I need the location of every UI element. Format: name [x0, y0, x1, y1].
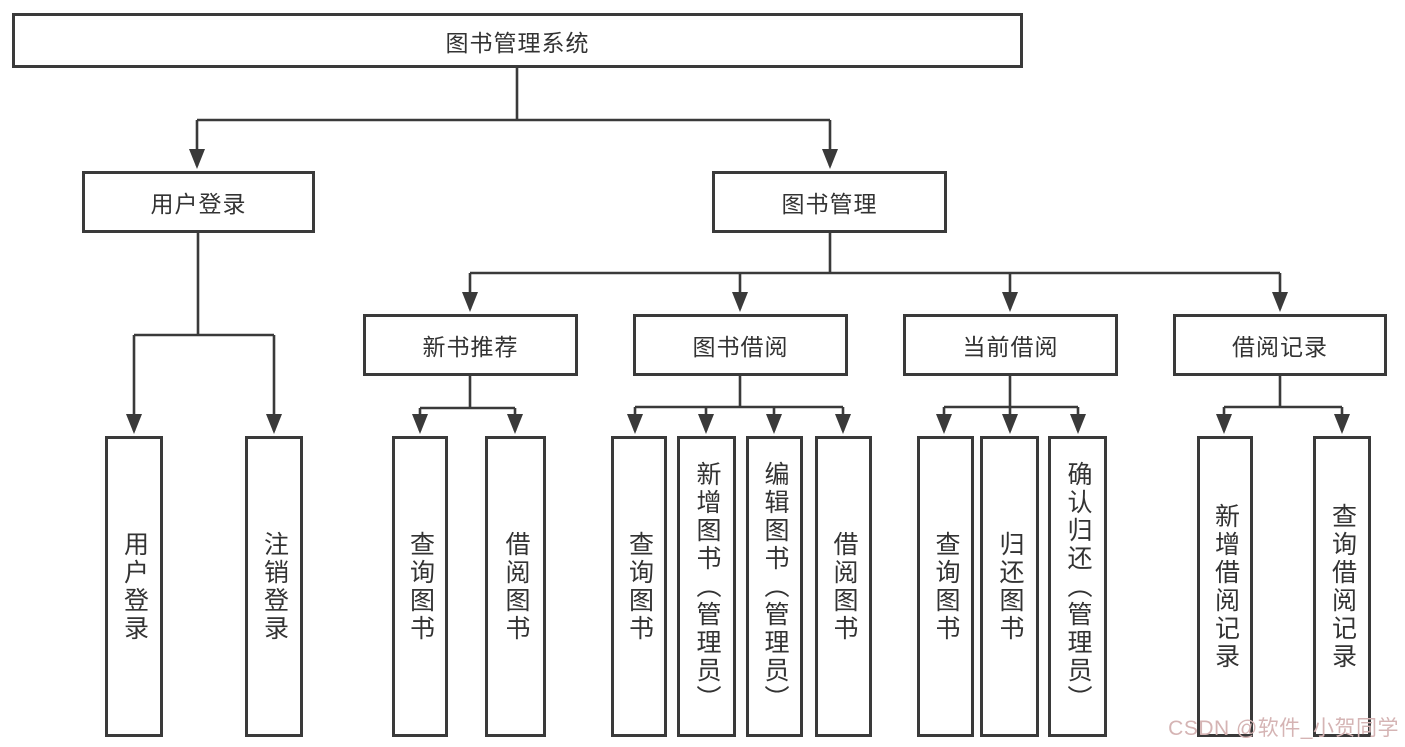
node-cb-query-books: 查询图书: [917, 436, 974, 737]
node-root-system: 图书管理系统: [12, 13, 1023, 68]
node-bb-edit-books-admin: 编辑图书（管理员）: [746, 436, 803, 737]
node-br-query-record: 查询借阅记录: [1313, 436, 1371, 737]
node-cb-return-books: 归还图书: [980, 436, 1039, 737]
node-cb-confirm-return-admin: 确认归还（管理员）: [1048, 436, 1107, 737]
csdn-watermark: CSDN @软件_小贺同学: [1168, 717, 1399, 740]
node-user-login-group: 用户登录: [82, 171, 315, 233]
node-new-book-recommend: 新书推荐: [363, 314, 578, 376]
node-current-borrow: 当前借阅: [903, 314, 1118, 376]
node-nbr-query-books: 查询图书: [392, 436, 448, 737]
node-logout: 注销登录: [245, 436, 303, 737]
node-bb-query-books: 查询图书: [611, 436, 667, 737]
node-borrow-records: 借阅记录: [1173, 314, 1387, 376]
node-nbr-borrow-books: 借阅图书: [485, 436, 546, 737]
node-br-add-record: 新增借阅记录: [1197, 436, 1253, 737]
node-bb-add-books-admin: 新增图书（管理员）: [677, 436, 736, 737]
node-user-login: 用户登录: [105, 436, 163, 737]
node-book-management-group: 图书管理: [712, 171, 947, 233]
node-book-borrow: 图书借阅: [633, 314, 848, 376]
node-bb-borrow-books: 借阅图书: [815, 436, 872, 737]
